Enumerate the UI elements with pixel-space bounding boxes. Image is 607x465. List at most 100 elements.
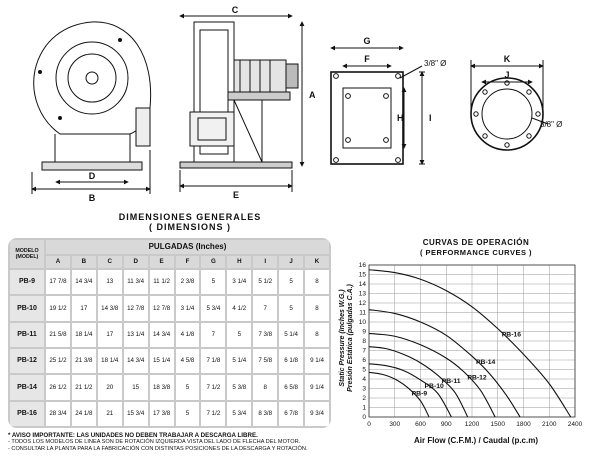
dimension-cell-d: 12 7/8 [123,296,148,321]
model-header-en: (MODEL) [15,254,39,260]
column-header-c: C [97,256,122,268]
y-tick-label: 15 [359,272,367,279]
dimension-cell-d: 14 3/4 [123,348,148,374]
x-tick-label: 2100 [542,421,557,428]
dimension-cell-i: 7 [253,296,278,321]
y-tick-label: 9 [362,329,366,336]
dimension-cell-g: 5 [201,270,226,295]
x-tick-label: 900 [441,421,452,428]
x-tick-label: 1500 [491,421,506,428]
label-h: H [397,113,404,123]
y-tick-label: 8 [362,338,366,345]
dimension-cell-a: 28 3/4 [46,401,70,426]
y-axis-label-es: Presión Estática (pulgadas C.A.) [347,283,354,391]
dimension-cell-k: 8 [305,322,329,347]
curve-label-pb-14: PB-14 [476,359,495,366]
dimension-cell-f: 2 3/8 [175,270,200,295]
dimension-cell-d: 11 3/4 [123,270,148,295]
dimension-cell-b: 21 1/2 [71,375,96,400]
column-header-d: D [123,256,148,268]
y-tick-label: 6 [362,357,366,364]
dimension-cell-e: 11 1/2 [149,270,174,295]
dimension-cell-f: 5 [175,401,200,426]
label-b: B [89,193,96,203]
curve-label-pb-9: PB-9 [412,391,428,398]
dimension-cell-h: 5 3/4 [227,401,252,426]
dimension-cell-k: 9 1/4 [305,348,329,374]
note-important: * AVISO IMPORTANTE: LAS UNIDADES NO DEBE… [8,432,258,439]
dimension-cell-i: 7 3/8 [253,322,278,347]
column-header-g: G [201,256,226,268]
x-axis-label: Air Flow (C.F.M.) / Caudal (p.c.m) [414,436,538,445]
dimension-cell-c: 13 [97,270,122,295]
model-cell: PB-9 [10,270,44,295]
label-g: G [363,36,370,46]
chart-title: CURVAS DE OPERACIÓN [423,238,530,247]
dimension-cell-d: 13 1/4 [123,322,148,347]
fan-technical-drawings: C A D B E G F H I K J 3/8" Ø 3/8" Ø [31,5,562,203]
curve-label-pb-16: PB-16 [502,332,521,339]
dimensions-title-main: DIMENSIONES GENERALES [118,212,262,222]
curve-pb-11 [368,346,469,418]
side-view-drawing [179,13,305,192]
column-header-e: E [149,256,174,268]
dimension-cell-j: 5 [279,270,304,295]
curve-label-pb-10: PB-10 [425,383,444,390]
y-tick-label: 1 [362,405,366,412]
dimension-cell-h: 3 1/4 [227,270,252,295]
dimension-cell-j: 6 7/8 [279,401,304,426]
y-tick-label: 5 [362,367,366,374]
hole-label-left: 3/8" Ø [424,59,446,68]
column-header-f: F [175,256,200,268]
dimension-cell-f: 5 [175,375,200,400]
dimension-cell-c: 20 [97,375,122,400]
dimension-cell-i: 8 3/8 [253,401,278,426]
chart-grid [368,264,576,418]
y-tick-label: 3 [362,386,366,393]
dimension-cell-c: 18 1/4 [97,348,122,374]
dimension-cell-b: 24 1/8 [71,401,96,426]
dimension-cell-h: 4 1/2 [227,296,252,321]
curve-pb-9 [368,371,430,418]
curve-pb-10 [368,363,452,418]
chart-subtitle: ( PERFORMANCE CURVES ) [420,248,532,257]
model-cell: PB-12 [10,348,44,374]
column-header-a: A [46,256,70,268]
model-header: MODELO (MODEL) [10,240,44,268]
y-tick-label: 2 [362,395,366,402]
dimension-cell-a: 17 7/8 [46,270,70,295]
dimension-cell-c: 14 3/8 [97,296,122,321]
y-tick-label: 10 [359,319,367,326]
dimension-cell-j: 5 1/4 [279,322,304,347]
label-c: C [232,5,239,15]
model-cell: PB-14 [10,375,44,400]
note-consult: - CONSULTAR LA PLANTA PARA LA FABRICACIÓ… [8,446,308,453]
dimension-cell-f: 4 5/8 [175,348,200,374]
label-j: J [504,70,509,80]
dimension-cell-h: 5 1/4 [227,348,252,374]
dimension-cell-g: 7 1/8 [201,348,226,374]
label-d: D [89,171,96,181]
dimension-cell-k: 8 [305,270,329,295]
dimension-cell-j: 6 5/8 [279,375,304,400]
curve-pb-16 [368,269,572,418]
dimension-cell-e: 17 3/8 [149,401,174,426]
dimension-cell-a: 21 5/8 [46,322,70,347]
x-tick-label: 1200 [465,421,480,428]
y-tick-label: 11 [359,310,366,317]
dimension-cell-e: 14 3/4 [149,322,174,347]
column-header-b: B [71,256,96,268]
curve-label-pb-11: PB-11 [442,378,461,385]
dimensions-title: DIMENSIONES GENERALES ( DIMENSIONS ) [40,212,340,232]
curve-pb-14 [368,309,521,418]
dimension-cell-f: 3 1/4 [175,296,200,321]
model-cell: PB-11 [10,322,44,347]
dimension-cell-e: 18 3/8 [149,375,174,400]
dimension-cell-d: 15 [123,375,148,400]
performance-curves-chart: CURVAS DE OPERACIÓN ( PERFORMANCE CURVES… [339,238,583,445]
x-tick-label: 1800 [516,421,531,428]
column-header-j: J [279,256,304,268]
